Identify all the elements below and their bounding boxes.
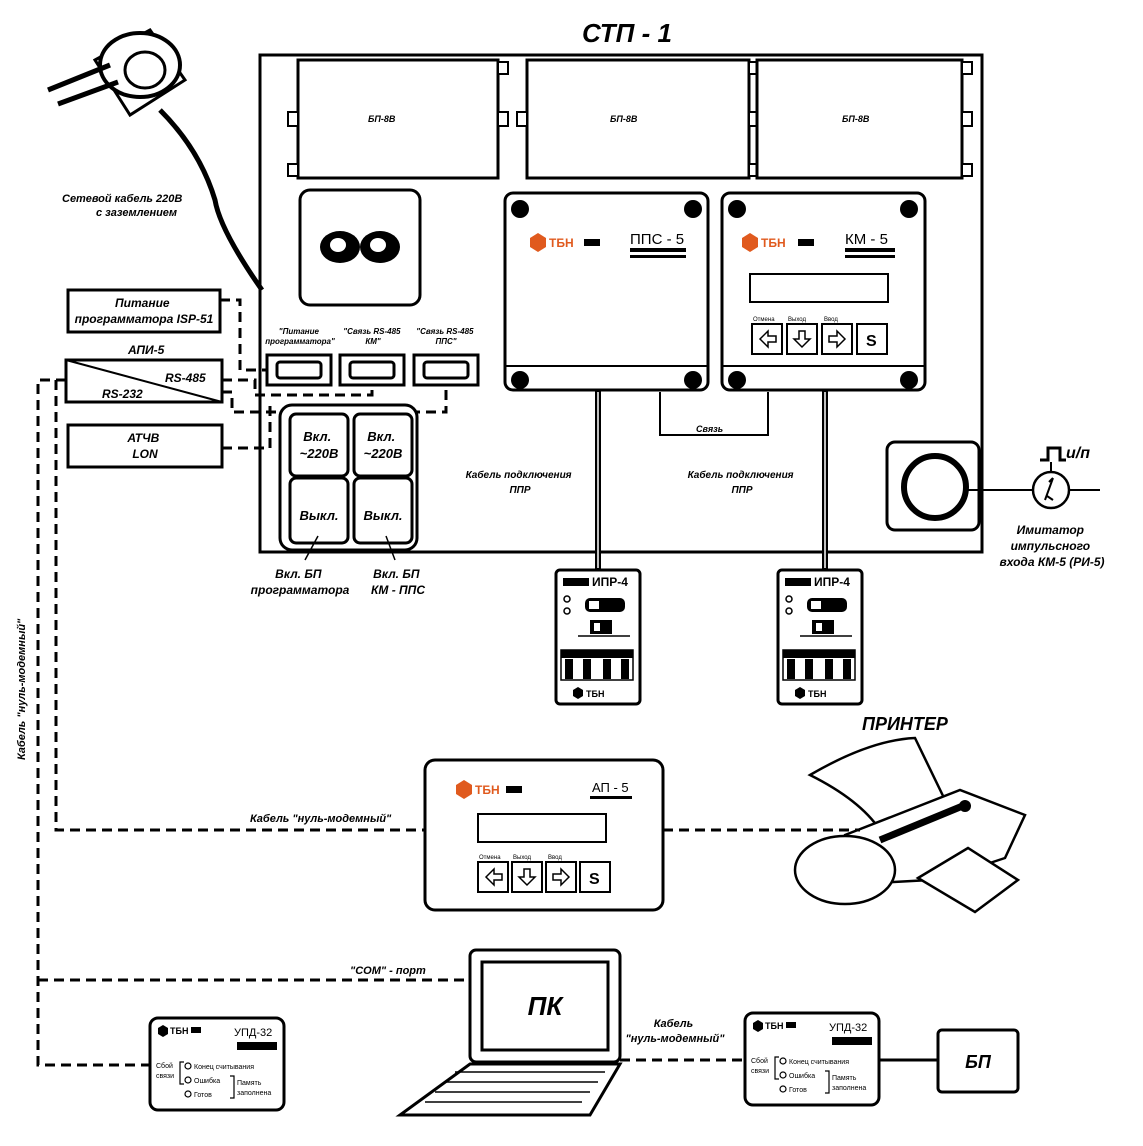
impulse-symbol: и/п [1066, 445, 1090, 462]
switch-caption-leaders [304, 535, 396, 561]
ap5-key-exit[interactable]: Выход [513, 855, 531, 861]
upd32-title-2: УПД-32 [829, 1022, 867, 1034]
api5-title: АПИ-5 [127, 343, 165, 357]
switch-off-2[interactable]: Выкл. [363, 508, 402, 523]
impulse-imitator [885, 440, 1100, 532]
psu-label-2: БП-8В [610, 114, 638, 124]
ap5-logo: ТБН [475, 783, 500, 797]
connector-rs485-pps [412, 353, 480, 387]
link-label: Связь [696, 424, 723, 434]
psu-module-2: БП-8В [516, 58, 760, 180]
upd32-logo-2: ТБН [765, 1021, 783, 1031]
pps5-logo: ТБН [549, 236, 574, 250]
switch-caption-1: Вкл. БП программатора [251, 567, 350, 597]
pps-km-link [659, 392, 769, 436]
imitator-label: Имитатор импульсного входа КМ-5 (РИ-5) [999, 523, 1104, 569]
ap5-device [423, 758, 665, 912]
connector-label-1: "Питание программатора" [265, 327, 335, 346]
ipr4-device-1 [554, 568, 642, 706]
api5-box [64, 358, 224, 404]
programmer-power-box [66, 288, 222, 334]
km5-title: КМ - 5 [845, 231, 888, 248]
upd32-led-2-3: Готов [789, 1087, 807, 1094]
ipr4-title-1: ИПР-4 [592, 575, 628, 589]
psu-label-3: БП-8В [842, 114, 870, 124]
diagram-title: СТП - 1 [582, 18, 672, 48]
km5-logo: ТБН [761, 236, 786, 250]
upd32-led-2-1: Конец считывания [789, 1059, 849, 1066]
switch-on-2[interactable]: Вкл. ~220В [364, 429, 403, 461]
switch-off-1[interactable]: Выкл. [299, 508, 338, 523]
ipr4-logo-2: ТБН [808, 689, 826, 699]
psu-module-3: БП-8В [755, 58, 973, 180]
connector-rs485-km [338, 353, 406, 387]
vertical-cable-label: Кабель "нуль-модемный" [16, 618, 28, 760]
null-modem-label: Кабель "нуль-модемный" [250, 813, 392, 825]
ap5-title: АП - 5 [592, 780, 629, 795]
bp-box [936, 1028, 1020, 1094]
km5-key-exit[interactable]: Выход [788, 317, 806, 323]
connector-label-2: "Связь RS-485 КМ" [343, 327, 402, 346]
api5-rs232: RS-232 [102, 387, 143, 401]
switch-caption-2: Вкл. БП КМ - ППС [371, 567, 425, 597]
programmer-power-label: Питание программатора ISP-51 [75, 296, 214, 326]
upd32-led-1-2: Ошибка [194, 1077, 220, 1085]
power-socket [298, 188, 422, 307]
atchv-label: АТЧВ LON [126, 431, 162, 461]
printer-icon [793, 736, 1027, 914]
pps5-device [503, 191, 710, 392]
upd32-title-1: УПД-32 [234, 1027, 272, 1039]
upd32-side-right-1: Память заполнена [237, 1080, 271, 1097]
null-modem-label-2: Кабель "нуль-модемный" [626, 1018, 726, 1045]
km5-key-cancel[interactable]: Отмена [753, 317, 775, 323]
upd32-led-2-2: Ошибка [789, 1072, 815, 1080]
cables-left [36, 298, 470, 1067]
ap5-key-cancel[interactable]: Отмена [479, 855, 501, 861]
upd32-device-1 [148, 1016, 286, 1112]
printer-label: ПРИНТЕР [862, 714, 949, 734]
bp-label: БП [965, 1052, 992, 1072]
api5-rs485: RS-485 [165, 371, 206, 385]
upd32-led-1-3: Готов [194, 1092, 212, 1099]
connector-programmer-power [265, 353, 333, 387]
pps5-title: ППС - 5 [630, 231, 684, 248]
atchv-box [66, 423, 224, 469]
com-port-label: "COM" - порт [350, 965, 426, 977]
ap5-key-enter[interactable]: Ввод [548, 855, 562, 861]
km5-key-enter[interactable]: Ввод [824, 317, 838, 323]
ppr-cables [595, 390, 828, 570]
upd32-device-2 [743, 1011, 881, 1107]
switch-block [278, 403, 419, 552]
ap5-key-s[interactable]: S [589, 871, 600, 888]
psu-label-1: БП-8В [368, 114, 396, 124]
ppr-cable-label-1: Кабель подключения ППР [466, 469, 575, 496]
ipr4-logo-1: ТБН [586, 689, 604, 699]
switch-on-1[interactable]: Вкл. ~220В [300, 429, 339, 461]
connector-label-3: "Связь RS-485 ППС" [416, 327, 475, 346]
km5-key-s[interactable]: S [866, 333, 877, 350]
upd32-side-right-2: Память заполнена [832, 1075, 866, 1092]
mains-cable-label: Сетевой кабель 220В с заземлением [62, 193, 185, 219]
ipr4-device-2 [776, 568, 864, 706]
ipr4-title-2: ИПР-4 [814, 575, 850, 589]
mains-plug-icon [47, 28, 265, 292]
upd32-led-1-1: Конец считывания [194, 1064, 254, 1071]
pc-label: ПК [528, 991, 565, 1021]
pc-laptop-icon [395, 948, 623, 1117]
upd32-side-left-1: Сбой связи [156, 1062, 175, 1080]
psu-module-1: БП-8В [287, 58, 509, 180]
ppr-cable-label-2: Кабель подключения ППР [688, 469, 797, 496]
upd32-logo-1: ТБН [170, 1026, 188, 1036]
km5-device [720, 191, 927, 392]
upd32-side-left-2: Сбой связи [751, 1057, 770, 1075]
